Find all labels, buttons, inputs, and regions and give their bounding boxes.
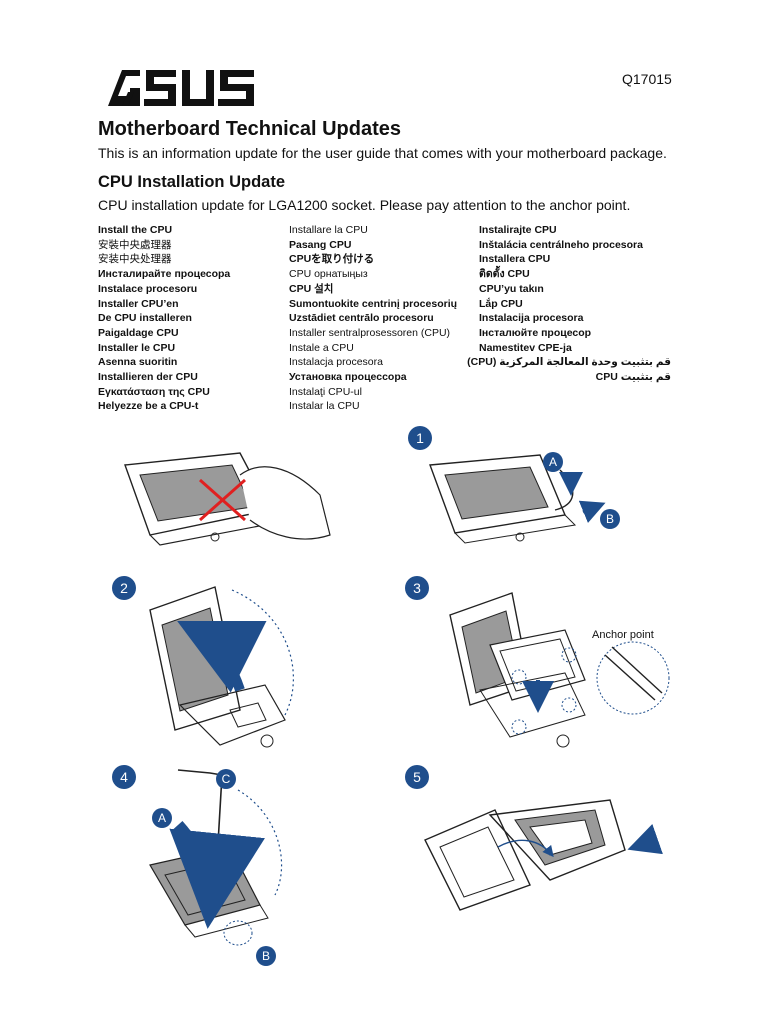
lang-item: Installer sentralprosessoren (CPU)	[289, 326, 451, 339]
lang-item: Installieren der CPU	[98, 371, 198, 384]
asus-logo	[108, 70, 254, 106]
lang-item: Installera CPU	[479, 253, 551, 266]
lang-item: Instalirajte CPU	[479, 224, 557, 236]
label-b: B	[262, 949, 270, 963]
lang-item: Installer CPU’en	[98, 297, 179, 310]
step-1: 1 A B	[408, 426, 620, 544]
section-description: CPU installation update for LGA1200 sock…	[98, 197, 631, 213]
step-4-number: 4	[120, 769, 128, 785]
intro-text: This is an information update for the us…	[98, 145, 667, 161]
lang-item: Instalacija procesora	[479, 312, 584, 325]
lang-item: Instalar la CPU	[289, 400, 360, 413]
label-a: A	[549, 455, 557, 469]
language-list-col1: Install the CPU 安裝中央處理器 安装中央处理器 Инсталир…	[98, 223, 230, 414]
step-1-badge	[408, 426, 432, 450]
step-5: 5	[405, 765, 663, 911]
lang-item: CPU 설치	[289, 282, 334, 295]
lang-item: Інсталюйте процесор	[479, 326, 592, 339]
lang-item: ติดตั้ง CPU	[479, 268, 530, 281]
lang-item: Inštalácia centrálneho procesora	[479, 238, 643, 251]
language-list-col3: Instalirajte CPU Inštalácia centrálneho …	[467, 223, 671, 385]
lang-item: Uzstādiet centrālo procesoru	[289, 312, 434, 325]
lang-item: Asenna suoritin	[98, 356, 178, 369]
step-5-number: 5	[413, 769, 421, 785]
step-1-number: 1	[416, 430, 424, 446]
document-id: Q17015	[622, 71, 672, 87]
step-4: 4 C A B	[112, 765, 283, 966]
lang-item: Lắp CPU	[479, 297, 523, 310]
lang-item: 安装中央处理器	[98, 253, 172, 266]
lang-item: De CPU installeren	[98, 312, 192, 325]
label-c: C	[222, 772, 231, 786]
lang-item: CPU’yu takın	[479, 282, 544, 295]
step-3: 3 Anchor point	[405, 576, 670, 748]
lang-item: Instale a CPU	[289, 341, 354, 354]
step-3-number: 3	[413, 580, 421, 596]
anchor-point-label: Anchor point	[592, 629, 654, 641]
lang-item: 安裝中央處理器	[98, 238, 172, 251]
lang-item: Εγκατάσταση της CPU	[98, 385, 210, 398]
lang-item: Install the CPU	[98, 224, 173, 236]
lang-item: Installare la CPU	[289, 224, 368, 236]
lang-item: CPUを取り付ける	[289, 253, 375, 266]
lang-item: Namestitev CPE-ja	[479, 341, 572, 354]
lang-item: Instalace procesoru	[98, 282, 198, 295]
label-a: A	[158, 811, 166, 825]
lang-item: Инсталирайте процесора	[98, 268, 231, 281]
step-wrong-illustration	[124, 452, 331, 546]
lang-item: Pasang CPU	[289, 238, 352, 251]
lang-item: Instalaţi CPU-ul	[289, 385, 362, 398]
language-list-col2: Installare la CPU Pasang CPU CPUを取り付ける C…	[289, 223, 457, 414]
lang-item: Sumontuokite centrinį procesorių	[289, 297, 458, 310]
section-title: CPU Installation Update	[98, 173, 286, 191]
lang-item: Instalacja procesora	[289, 356, 383, 369]
lang-item: قم بتثبيت وحدة المعالجة المركزية (CPU)	[467, 356, 671, 369]
lang-item: Helyezze be a CPU-t	[98, 400, 199, 413]
lang-item: Paigaldage CPU	[98, 326, 179, 339]
step-2-number: 2	[120, 580, 128, 596]
page-title: Motherboard Technical Updates	[98, 118, 402, 140]
lang-item: Установка процессора	[289, 371, 407, 384]
lang-item: CPU орнатыңыз	[289, 268, 368, 281]
step-2: 2	[112, 576, 294, 748]
lang-item: قم بتثبيت CPU	[595, 371, 671, 384]
label-b: B	[606, 512, 614, 526]
installation-steps-illustration: 1 A B 2 3	[112, 426, 670, 966]
lang-item: Installer le CPU	[98, 341, 176, 354]
